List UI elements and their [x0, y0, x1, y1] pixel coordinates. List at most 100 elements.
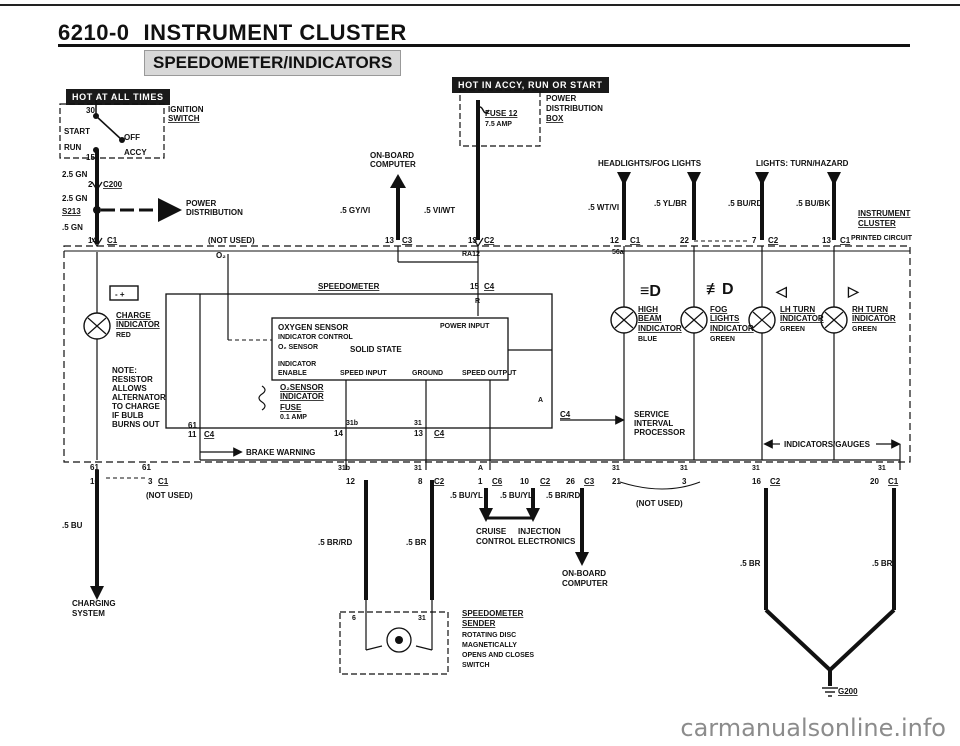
speedometer-pin15: 15 — [470, 282, 479, 291]
wire-label-25gn-2: 2.5 GN — [62, 194, 88, 203]
c1-lights-b: C1 — [840, 236, 851, 245]
light-wires — [622, 180, 836, 240]
wire-bu-rd: .5 BU/RD — [728, 199, 762, 208]
pin-61a: 61 — [90, 463, 99, 472]
sender-desc-1: ROTATING DISC — [462, 632, 516, 639]
processor-label: PROCESSOR — [634, 428, 685, 437]
cruise-label: CRUISE — [476, 527, 507, 536]
wire-br-bottom: .5 BR — [406, 538, 427, 547]
pin-61b: 61 — [142, 463, 151, 472]
hot-at-all-times-badge: HOT AT ALL TIMES — [66, 89, 170, 105]
wire-br-rd: .5 BR/RD — [546, 491, 580, 500]
splice-s213: S213 — [62, 207, 81, 216]
sender-pin6: 6 — [352, 615, 356, 622]
c3-bottom: C3 — [584, 477, 595, 486]
title-rule — [58, 44, 910, 47]
ignition-terminal — [119, 137, 125, 143]
note-6: IF BULB — [112, 411, 144, 420]
high-beam-indicator: INDICATOR — [638, 324, 682, 333]
battery-icon — [109, 285, 139, 301]
sender-desc-4: SWITCH — [462, 662, 490, 669]
c2-lights: C2 — [768, 236, 779, 245]
section-title: SPEEDOMETER/INDICATORS — [144, 50, 402, 76]
fog-label: FOG — [710, 305, 727, 314]
pin-7: 7 — [752, 236, 757, 245]
pin-10-bottom: 10 — [520, 477, 529, 486]
indicators-gauges: INDICATORS/GAUGES — [784, 440, 871, 449]
sender-desc-2: MAGNETICALLY — [462, 642, 517, 649]
fuse-power: POWER — [546, 94, 576, 103]
pin-20-bottom: 20 — [870, 477, 879, 486]
c4-mid-c: C4 — [560, 410, 571, 419]
oxygen-sensor: OXYGEN SENSOR — [278, 323, 348, 332]
c2-bottom-b: C2 — [540, 477, 551, 486]
speedometer-sender-box — [339, 611, 449, 675]
headlights-fog-label: HEADLIGHTS/FOG LIGHTS — [598, 159, 702, 168]
lower-wires — [95, 470, 896, 686]
note-4: ALTERNATOR — [112, 393, 166, 402]
lh-turn-arrow-icon: ◁ — [775, 283, 787, 299]
wire-br-rd-bottom: .5 BR/RD — [318, 538, 352, 547]
pin-11-mid: 11 — [188, 430, 197, 439]
sender-pin31: 31 — [418, 615, 426, 622]
fuse-box-label: BOX — [546, 114, 564, 123]
rh-turn-green: GREEN — [852, 326, 877, 333]
fog-lights-label: LIGHTS — [710, 314, 740, 323]
note-2: RESISTOR — [112, 375, 153, 384]
distribution-label: DISTRIBUTION — [186, 208, 243, 217]
fog-light-icon: ≢D — [706, 281, 734, 298]
rh-turn-label: RH TURN — [852, 305, 888, 314]
indicator-enable-2: ENABLE — [278, 370, 307, 377]
pin-13b: 13 — [468, 236, 477, 245]
pin-56a: 56a — [612, 249, 624, 256]
wire-br-4: .5 BR — [872, 559, 893, 568]
speed-input: SPEED INPUT — [340, 370, 387, 377]
fog-green: GREEN — [710, 336, 735, 343]
wire-5bu: .5 BU — [62, 521, 83, 530]
charging-label: CHARGING — [72, 599, 116, 608]
wire-br-3: .5 BR — [740, 559, 761, 568]
charge-indicator-label: INDICATOR — [116, 320, 160, 329]
turn-hazard-label: LIGHTS: TURN/HAZARD — [756, 159, 849, 168]
pin-31-bottom: 31 — [414, 465, 422, 472]
fuse-box — [459, 89, 541, 147]
pin-22: 22 — [680, 236, 689, 245]
sender-title: SPEEDOMETER — [462, 609, 524, 618]
watermark: carmanualsonline.info — [680, 714, 946, 742]
pin-a-bottom: A — [478, 465, 483, 472]
high-label: HIGH — [638, 305, 658, 314]
c1-bottom: C1 — [158, 477, 169, 486]
charge-red: RED — [116, 332, 131, 339]
pin-13c: 13 — [822, 236, 831, 245]
sender-label: SENDER — [462, 619, 496, 628]
ignition-label: IGNITION — [168, 105, 204, 114]
wire-gy-vi-label: .5 GY/VI — [340, 206, 370, 215]
c200-pin: 2 — [88, 180, 93, 189]
control-label: CONTROL — [476, 537, 516, 546]
indicator-enable-1: INDICATOR — [278, 361, 316, 368]
pin-31b-bottom: 31b — [338, 465, 350, 472]
pin-3: 3 — [148, 477, 153, 486]
solid-state: SOLID STATE — [350, 345, 402, 354]
pin-21-bottom: 21 — [612, 477, 621, 486]
wire-label-5gn: .5 GN — [62, 223, 83, 232]
c1-bottom-b: C1 — [888, 477, 899, 486]
wire-bu-bk: .5 BU/BK — [796, 199, 830, 208]
o2-sensor-indicator-2: INDICATOR — [280, 392, 324, 401]
c2-bottom: C2 — [434, 477, 445, 486]
pin-16b-bottom: 16 — [752, 477, 761, 486]
ignition-30: 30 — [86, 106, 95, 115]
wire-label-25gn-1: 2.5 GN — [62, 170, 88, 179]
wire-wt-vi: .5 WT/VI — [588, 203, 619, 212]
cluster-label: CLUSTER — [858, 219, 896, 228]
page-number: 6210-0 — [58, 20, 130, 45]
printed-circuit-label: PRINTED CIRCUIT — [851, 235, 913, 242]
c3-top: C3 — [402, 236, 413, 245]
ra12-label: RA12 — [462, 251, 480, 258]
charge-label: CHARGE — [116, 311, 151, 320]
note-1: NOTE: — [112, 366, 137, 375]
fuse-rating: 7.5 AMP — [485, 121, 512, 128]
c4-mid-b: C4 — [434, 429, 445, 438]
